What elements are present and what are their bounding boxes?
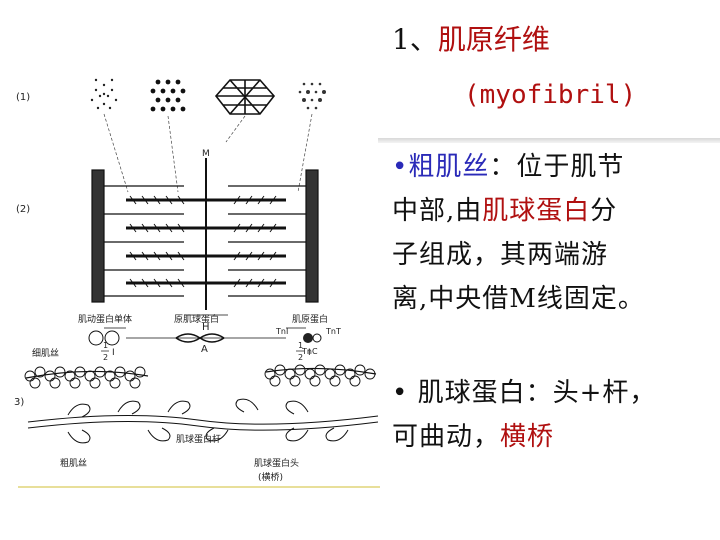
p2-text1: 肌球蛋白：头+杆， — [418, 378, 657, 408]
cross-section-thick — [151, 80, 186, 112]
myosin-head-label: 肌球蛋白头 — [254, 457, 299, 469]
cross-section-overlap — [216, 80, 274, 114]
p2-line1: • 肌球蛋白：头+杆， — [392, 371, 712, 415]
title-number: 1、 — [392, 23, 438, 56]
myofibril-diagram-svg: (1) (2) 3) — [8, 70, 388, 490]
panel-3-label: 3) — [14, 397, 24, 408]
p2-text2: 可曲动， — [392, 422, 500, 452]
tropomyosin-label: 原肌球蛋白 — [174, 313, 219, 325]
myofibril-diagram: (1) (2) 3) — [8, 70, 388, 490]
half-i-left-top: 1 — [103, 341, 108, 350]
p1-term: 粗肌丝 — [408, 152, 489, 182]
paragraph-thick-filament: •粗肌丝：位于肌节 中部,由肌球蛋白分 子组成，其两端游 离,中央借M线固定。 — [392, 145, 712, 321]
thin-filament-left — [25, 367, 145, 388]
myosin-rod-label: 肌球蛋白杆 — [176, 433, 221, 445]
p1-line1: •粗肌丝：位于肌节 — [392, 145, 712, 189]
tnt-label: TnT — [325, 327, 341, 336]
troponin-label: 肌原蛋白 — [292, 313, 328, 325]
thin-filament-label: 细肌丝 — [32, 347, 59, 359]
paragraph-myosin: • 肌球蛋白：头+杆， 可曲动，横桥 — [392, 371, 712, 459]
sarcomere — [92, 158, 318, 310]
p2-bullet: • — [392, 378, 408, 408]
half-i-left-i: I — [112, 348, 115, 358]
p2-term: 横桥 — [500, 422, 554, 452]
a-band-label: A — [201, 344, 208, 355]
title-subtitle: (myofibril) — [464, 80, 636, 110]
panel-2-label: (2) — [16, 204, 30, 215]
p1-line2: 中部,由肌球蛋白分 — [392, 189, 712, 233]
p1-line2-b: 分 — [590, 196, 617, 226]
tni-label: TnI — [275, 327, 288, 336]
title-main: 肌原纤维 — [438, 23, 550, 56]
cross-bridge-label: (横桥) — [258, 471, 283, 483]
m-line-label: M — [202, 149, 210, 159]
actin-monomer-label: 肌动蛋白单体 — [78, 313, 132, 325]
panel-1-label: (1) — [16, 92, 30, 103]
p1-line1-rest: 位于肌节 — [516, 152, 624, 182]
title-block: 1、肌原纤维 (myofibril) — [392, 22, 712, 58]
thick-filament-label: 粗肌丝 — [60, 457, 87, 469]
p1-colon: ： — [489, 152, 516, 182]
tnc-label: TnC — [301, 347, 318, 356]
figure-bottom-rule — [18, 486, 380, 488]
slide-title: 1、肌原纤维 — [392, 22, 712, 58]
p1-line4: 离,中央借M线固定。 — [392, 277, 712, 321]
cross-section-m-line — [299, 83, 326, 110]
p1-line2-term: 肌球蛋白 — [482, 196, 590, 226]
cross-section-thin — [91, 79, 117, 109]
separator-bar — [378, 138, 720, 143]
half-i-left-bottom: 2 — [103, 353, 108, 362]
p1-bullet: • — [392, 152, 408, 182]
p2-line2: 可曲动，横桥 — [392, 415, 712, 459]
p1-line3: 子组成，其两端游 — [392, 233, 712, 277]
p1-line2-a: 中部,由 — [392, 196, 482, 226]
